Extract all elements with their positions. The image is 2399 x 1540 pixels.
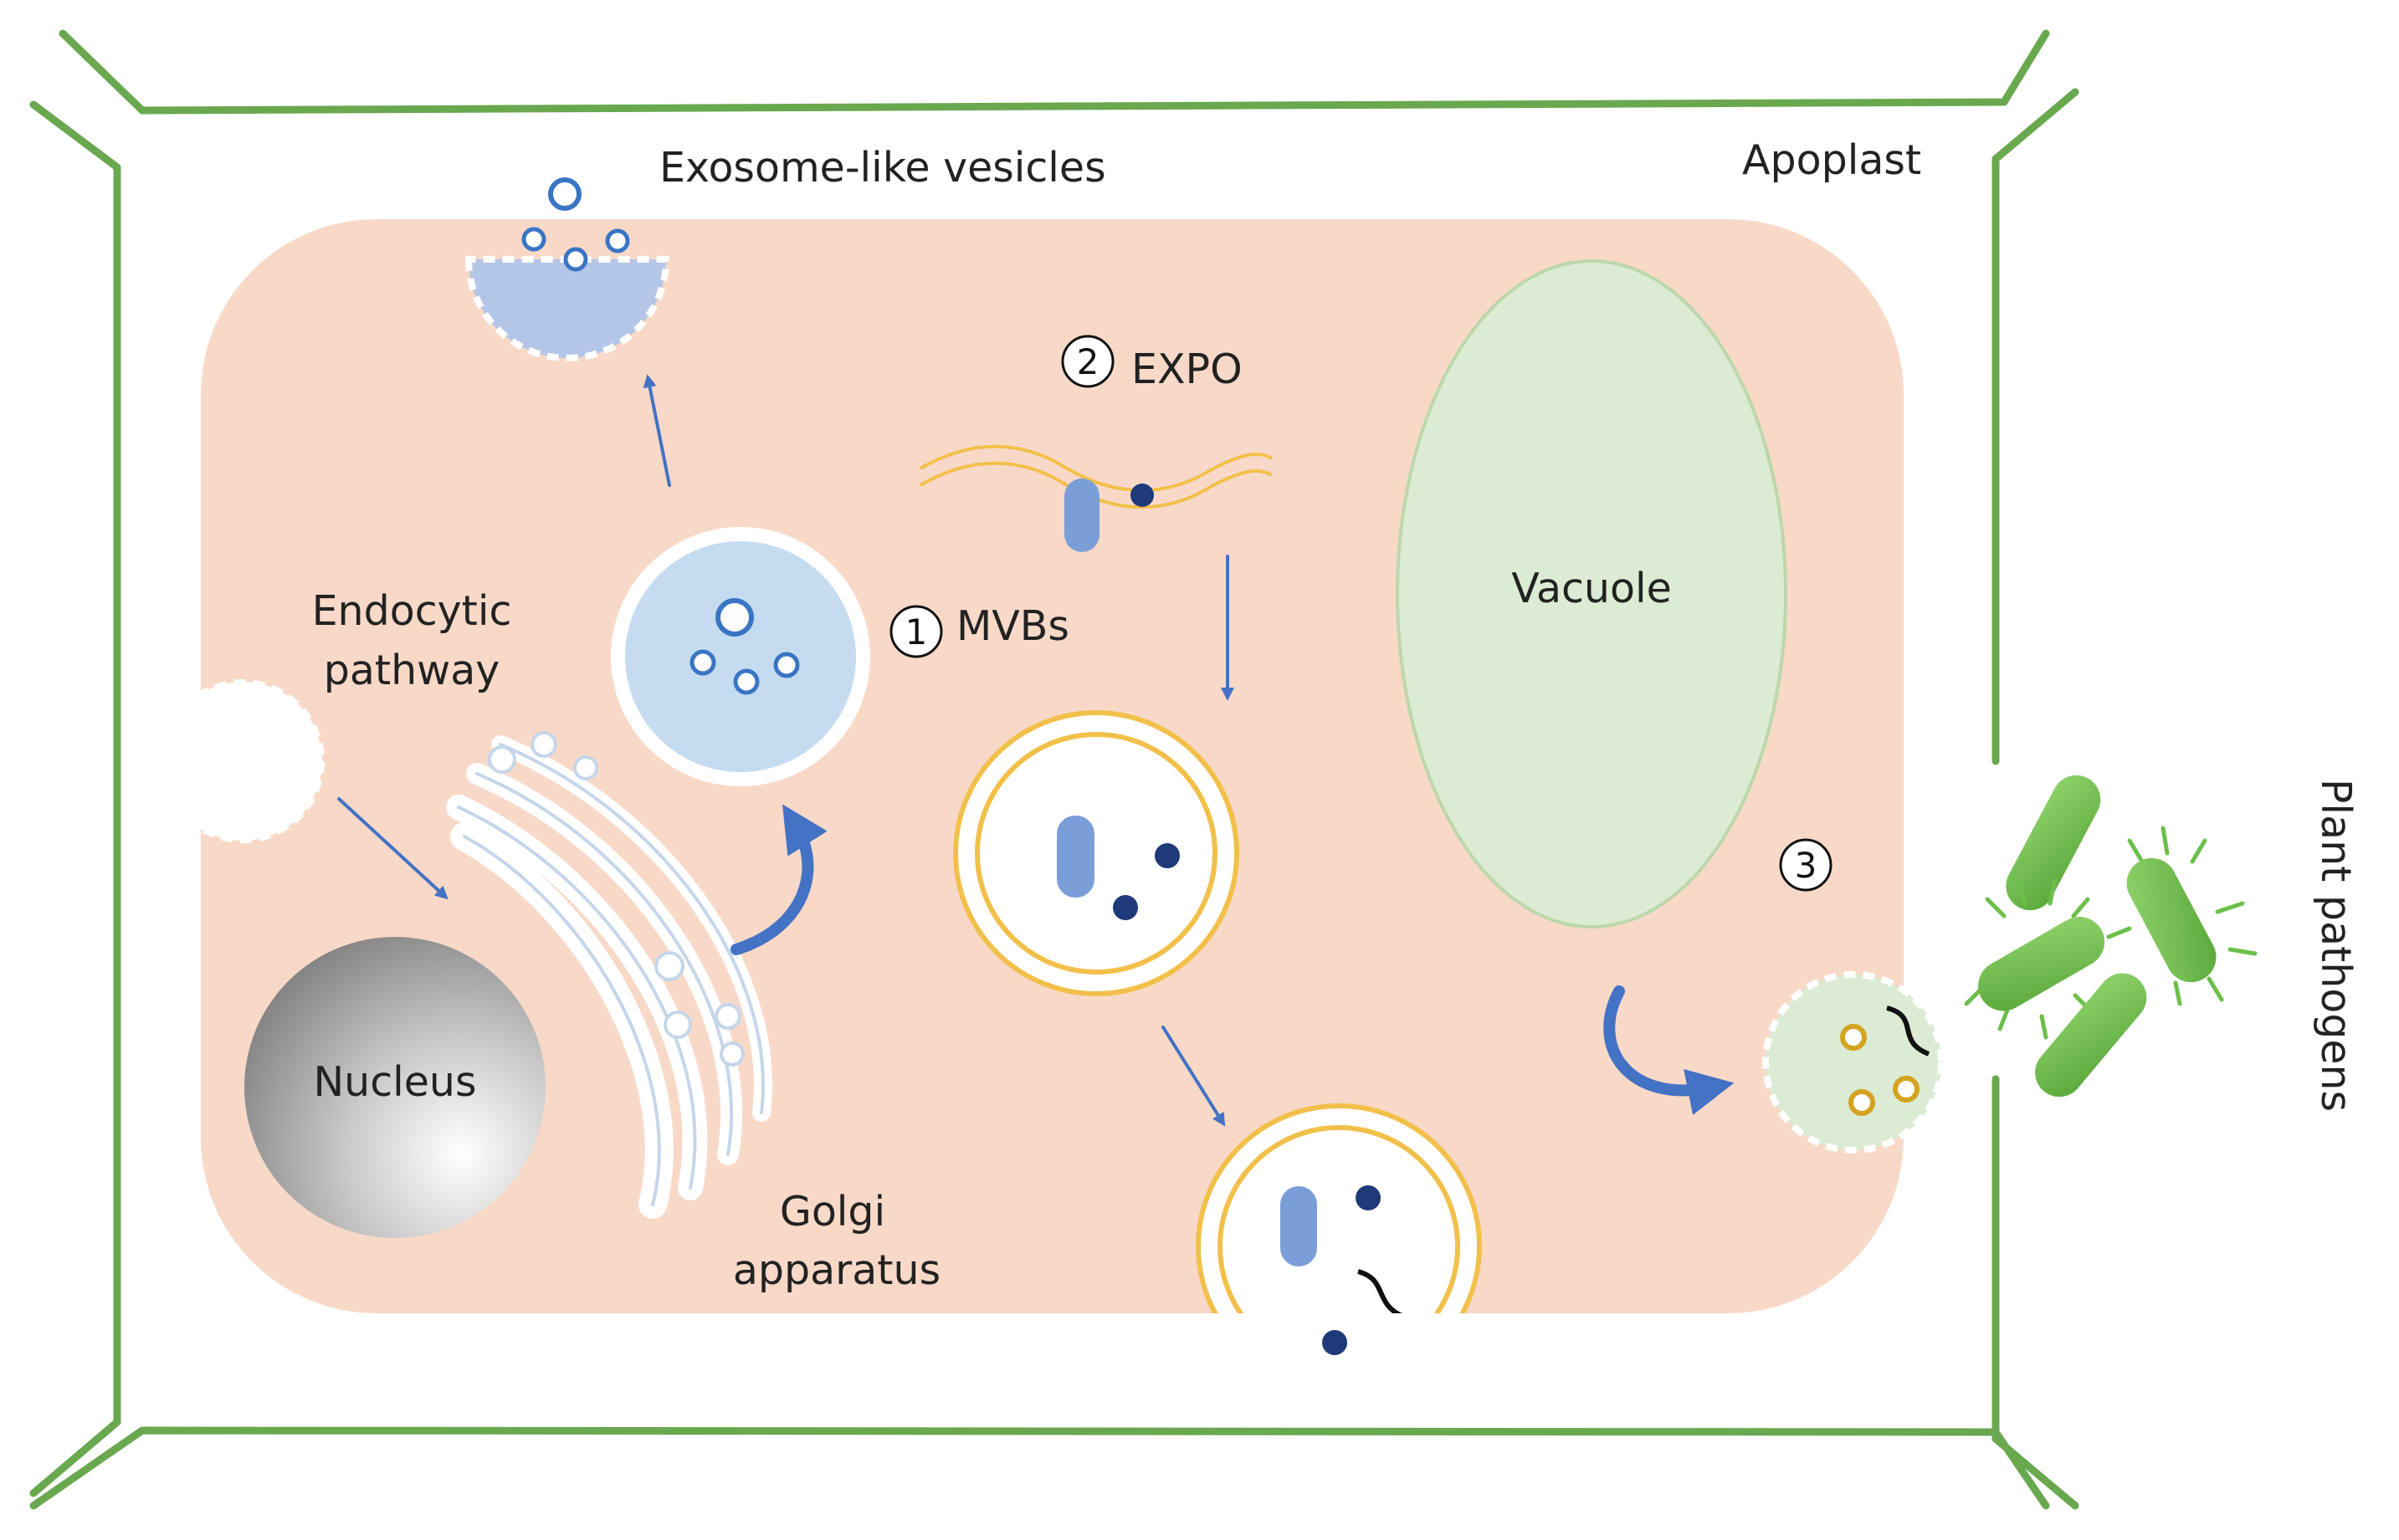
marker-3: 3 xyxy=(1779,838,1833,892)
arrow-endocytic-to-nucleus xyxy=(337,797,449,900)
released-cargo-dot xyxy=(1322,1330,1347,1355)
expo-vesicle-icon xyxy=(953,710,1239,996)
exosome-like-vesicles-label: Exosome-like vesicles xyxy=(659,144,1106,192)
pathway-arrows xyxy=(337,374,1735,1127)
arrow-vacuole-to-secretion xyxy=(1603,985,1735,1115)
expo-membrane-icon xyxy=(919,444,1273,509)
endocytic-pathway-label-line2: pathway xyxy=(324,647,500,694)
nucleus-icon xyxy=(244,937,546,1238)
endocytic-pathway-label-line1: Endocytic xyxy=(312,587,512,635)
cell-wall xyxy=(29,29,2079,1510)
arrow-golgi-to-mvb xyxy=(730,804,828,955)
apoplast-label: Apoplast xyxy=(1742,136,1921,184)
golgi-apparatus-icon xyxy=(446,731,772,1219)
mvbs-label: MVBs xyxy=(956,602,1069,650)
secreted-vesicle-icon xyxy=(1762,971,1945,1154)
golgi-apparatus-label-line1: Golgi xyxy=(780,1188,885,1236)
arrow-mvb-to-exosome xyxy=(643,374,671,487)
marker-1: 1 xyxy=(889,605,943,658)
golgi-apparatus-label-line2: apparatus xyxy=(733,1246,941,1294)
plant-pathogens-label: Plant pathogens xyxy=(2312,779,2360,1112)
svg-text:2: 2 xyxy=(1077,341,1100,382)
expo-label: EXPO xyxy=(1131,345,1243,393)
fusing-vesicle-icon xyxy=(1196,1103,1482,1313)
expo-cargo-icon xyxy=(1064,478,1154,552)
exosome-vesicle-icon xyxy=(464,177,670,361)
arrow-vesicle-to-membrane xyxy=(1161,1026,1226,1127)
mvb-icon xyxy=(611,527,870,786)
plant-pathogens-icon xyxy=(1964,775,2258,1097)
svg-text:3: 3 xyxy=(1795,845,1817,886)
svg-text:1: 1 xyxy=(905,611,928,652)
vacuole-icon xyxy=(1396,259,1787,929)
marker-2: 2 xyxy=(1061,335,1115,388)
vacuole-label: Vacuole xyxy=(1511,565,1671,612)
nucleus-label: Nucleus xyxy=(314,1058,477,1106)
endocytic-invagination-icon xyxy=(161,679,325,843)
